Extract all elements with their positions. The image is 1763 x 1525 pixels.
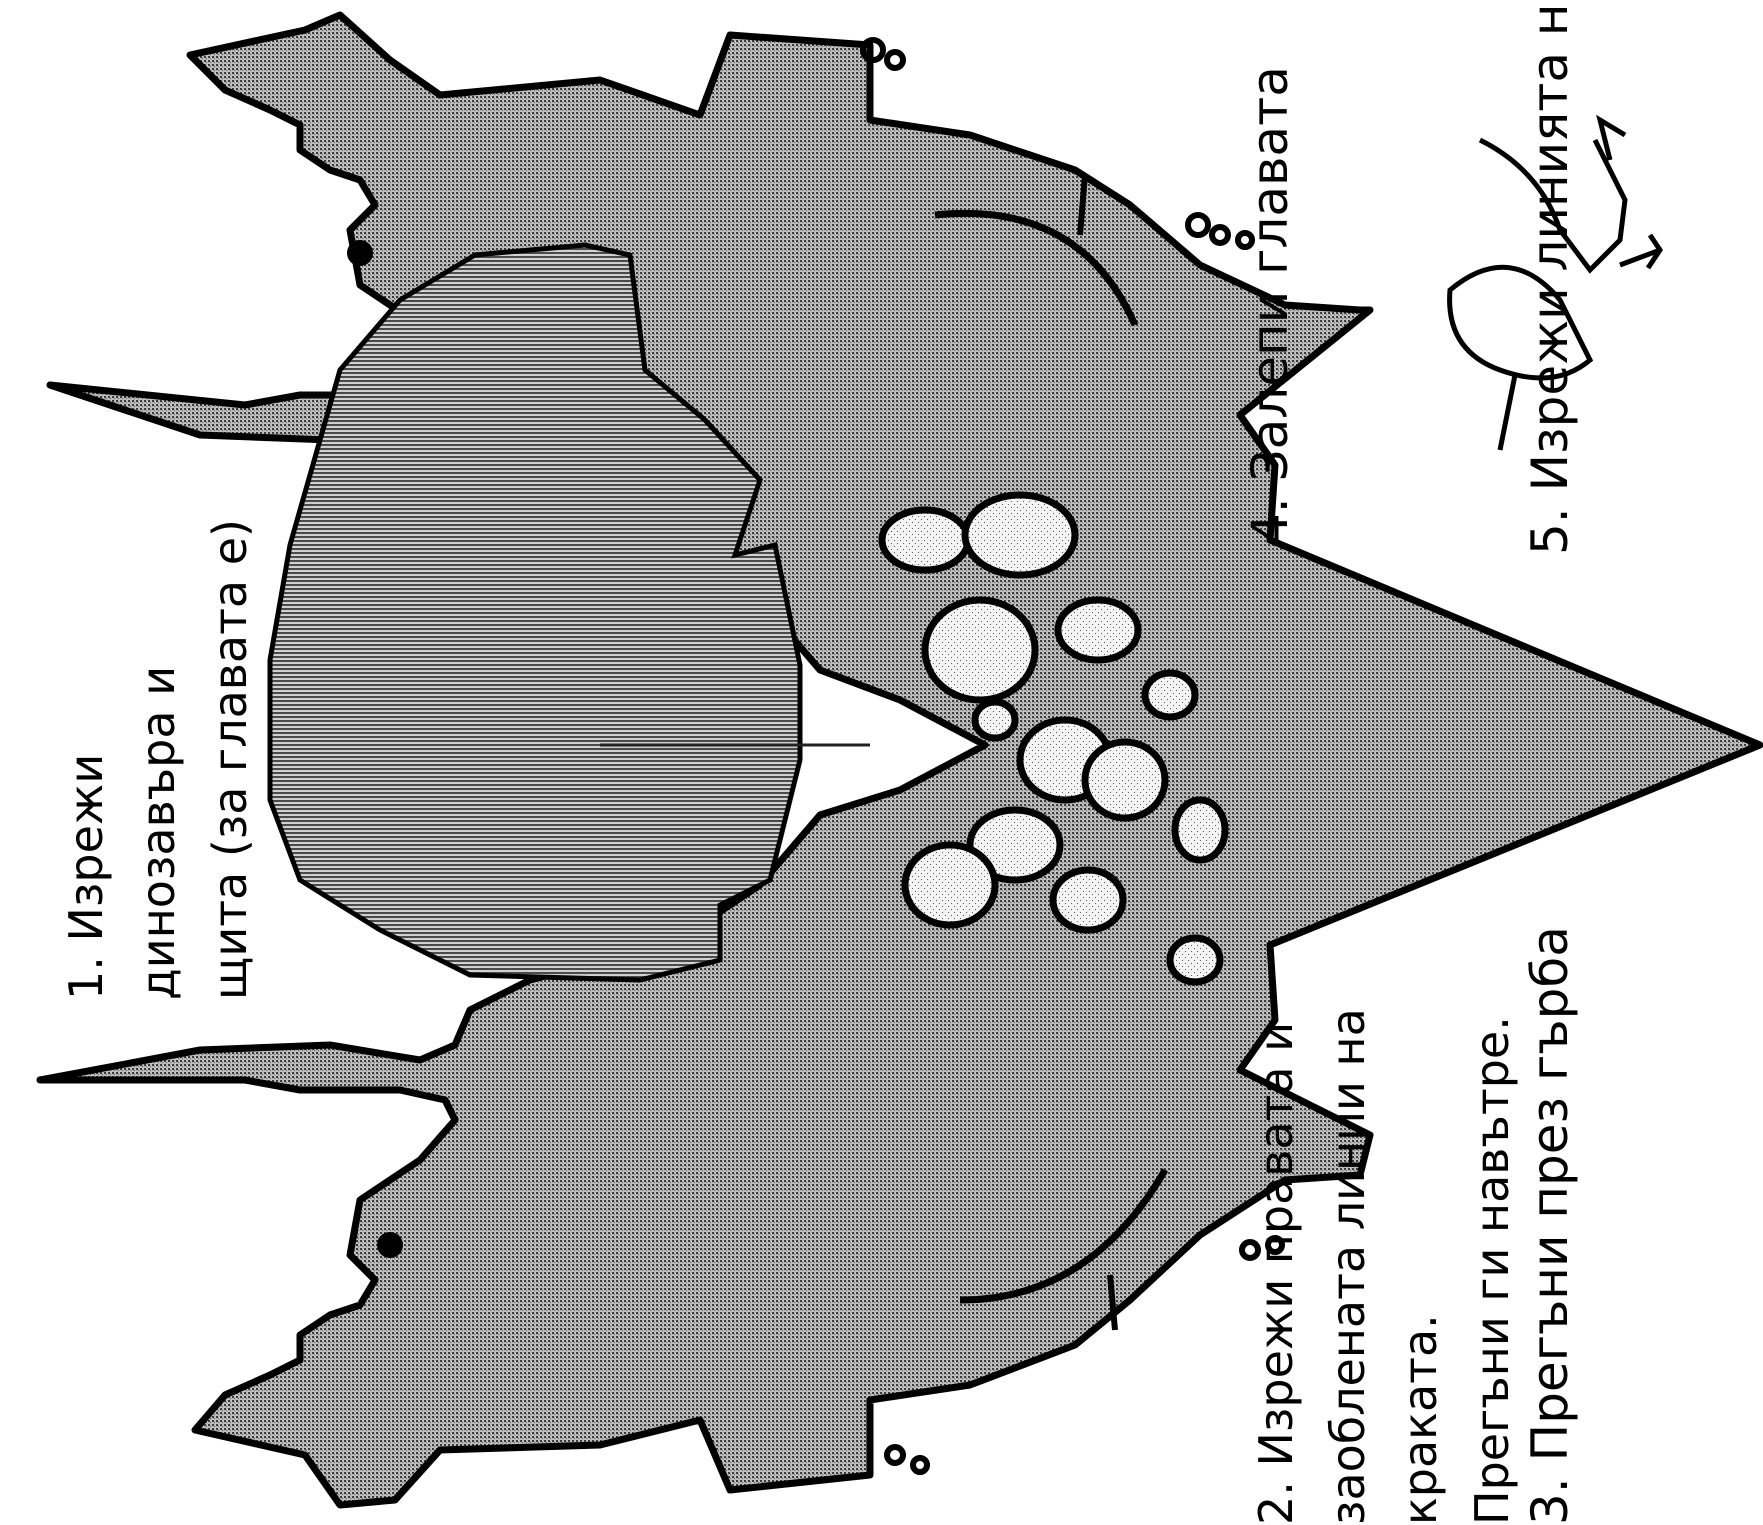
eye-top-head [347,240,373,266]
eye-bottom-head [377,1232,403,1258]
step-1-line-2: динозавъра и [122,519,194,1000]
instruction-step-2: 2. Изрежи правата и заоблената линии на … [1240,1008,1528,1525]
step-1-line-1: 1. Изрежи [50,519,122,1000]
step-1-line-3: щита (за главата е) [194,519,266,1000]
step-3-text: 3. Прегъни през гърба [1515,926,1585,1525]
instruction-step-5: 5. Изрежи линията н [1515,3,1585,555]
step-2-line-1: 2. Изрежи правата и [1240,1008,1312,1525]
instruction-step-4: 4. Залепи главата [1235,66,1305,545]
step-2-line-2: заоблената линии на [1312,1008,1384,1525]
instruction-step-1: 1. Изрежи динозавъра и щита (за главата … [50,519,266,1000]
step-2-line-3: краката. [1384,1008,1456,1525]
step-5-text: 5. Изрежи линията н [1515,3,1585,555]
instruction-step-3: 3. Прегъни през гърба [1515,926,1585,1525]
step-4-text: 4. Залепи главата [1235,66,1305,545]
